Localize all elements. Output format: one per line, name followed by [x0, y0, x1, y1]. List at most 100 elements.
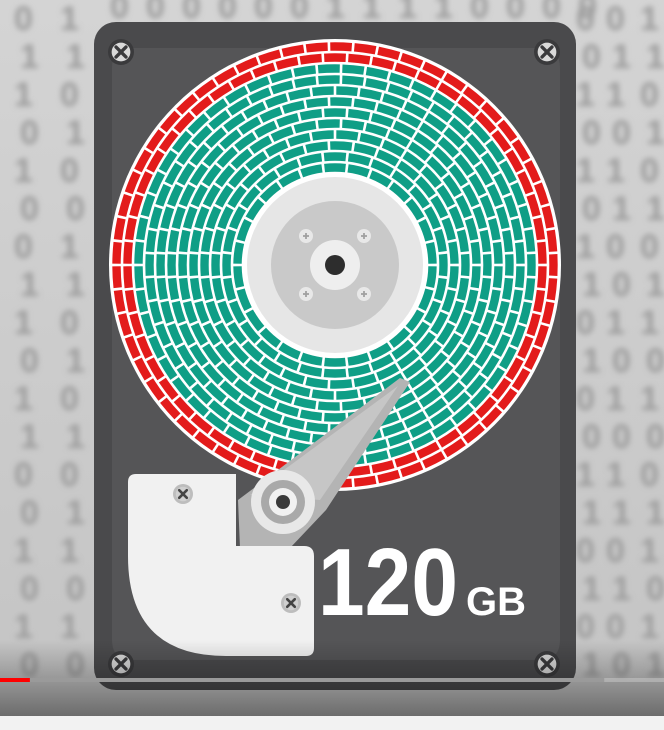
platter-sector: [382, 93, 405, 109]
platter-sector: [176, 344, 196, 367]
background-digit: 1: [576, 76, 595, 114]
platter-sector: [382, 421, 405, 437]
platter-sector: [173, 111, 195, 134]
background-digit: 1: [646, 114, 664, 152]
platter-sector: [377, 469, 401, 484]
platter-sector: [359, 88, 382, 101]
platter-sector: [214, 445, 238, 464]
platter-sector: [409, 321, 430, 344]
background-digit: 1: [14, 76, 33, 114]
platter-sector: [203, 145, 224, 167]
background-digit: 0: [182, 0, 201, 26]
platter-sector: [300, 164, 323, 178]
capacity-unit: GB: [466, 580, 526, 624]
platter-sector: [243, 101, 266, 119]
platter-sector: [205, 206, 222, 230]
platter-sector: [176, 364, 197, 387]
platter-sector: [353, 373, 377, 388]
platter-sector: [485, 140, 505, 163]
platter-sector: [437, 82, 461, 102]
background-digit: 1: [640, 0, 659, 38]
background-digit: 0: [20, 342, 39, 380]
platter-sector: [194, 206, 210, 230]
platter-sector: [437, 372, 460, 394]
background-digit: 0: [66, 570, 85, 608]
hub-screws: [299, 229, 371, 301]
platter-sector: [117, 313, 132, 337]
platter-sector: [493, 334, 511, 357]
background-digit: 1: [60, 0, 79, 38]
platter-sector: [134, 149, 152, 173]
platter-sector: [353, 475, 377, 487]
platter-sector: [425, 266, 437, 289]
platter-sector: [324, 412, 346, 422]
platter-sector: [176, 415, 198, 437]
platter-sector: [342, 64, 365, 75]
platter-sector: [281, 369, 305, 385]
background-digit: 0: [582, 114, 601, 152]
platter-sector: [182, 300, 198, 324]
background-digit: 0: [14, 0, 33, 38]
platter-sector: [541, 205, 555, 229]
platter-sector: [129, 313, 144, 337]
platter-sector: [228, 166, 249, 188]
background-digit: 1: [612, 570, 631, 608]
platter-sector: [242, 341, 264, 362]
background-digit: 1: [66, 38, 85, 76]
background-digit: 1: [60, 228, 79, 266]
background-digit: 0: [582, 190, 601, 228]
platter-sector: [311, 130, 334, 141]
platter-sector: [353, 98, 377, 111]
platter-sector: [409, 186, 430, 209]
platter-sector: [479, 229, 492, 253]
platter-sector: [299, 363, 323, 377]
platter-sector: [474, 163, 494, 186]
platter-sector: [124, 289, 137, 313]
platter-sector: [208, 400, 231, 420]
background-digit: 1: [66, 342, 85, 380]
platter-sector: [347, 164, 370, 178]
platter-sector: [369, 342, 392, 360]
platter-sector: [371, 460, 395, 474]
background-digit: 0: [576, 532, 595, 570]
background-digit: 0: [290, 0, 309, 26]
platter-sector: [233, 266, 245, 289]
platter-sector: [546, 229, 558, 252]
platter-sector: [246, 437, 270, 454]
background-digit: 1: [326, 0, 345, 26]
platter-sector: [443, 127, 465, 148]
platter-sector: [281, 145, 305, 161]
platter-sector: [282, 100, 305, 114]
platter-sector: [347, 153, 371, 167]
background-digit: 0: [646, 342, 664, 380]
platter-sector: [359, 132, 383, 147]
platter-sector: [359, 383, 383, 398]
platter-sector: [454, 353, 475, 376]
platter-sector: [134, 357, 152, 381]
platter-sector: [227, 97, 251, 116]
platter-sector: [234, 132, 257, 152]
platter-sector: [223, 277, 237, 301]
platter-sector: [258, 49, 282, 64]
screw-icon: [299, 287, 313, 301]
platter-sector: [469, 121, 491, 144]
platter-sector: [252, 62, 276, 78]
platter-sector: [167, 277, 180, 301]
progress-played[interactable]: [0, 678, 30, 682]
platter-sector: [481, 152, 500, 175]
platter-sector: [504, 254, 514, 276]
platter-sector: [146, 149, 165, 173]
background-digit: 0: [60, 380, 79, 418]
platter-sector: [449, 117, 471, 138]
platter-sector: [448, 343, 468, 366]
background-digit: 0: [612, 418, 631, 456]
platter-sector: [223, 113, 246, 133]
platter-sector: [392, 120, 416, 138]
platter-sector: [219, 380, 242, 401]
background-digit: 0: [470, 0, 489, 26]
platter-sector: [311, 389, 334, 400]
platter-sector: [342, 119, 365, 131]
platter-sector: [482, 254, 492, 276]
platter-sector: [176, 143, 197, 166]
